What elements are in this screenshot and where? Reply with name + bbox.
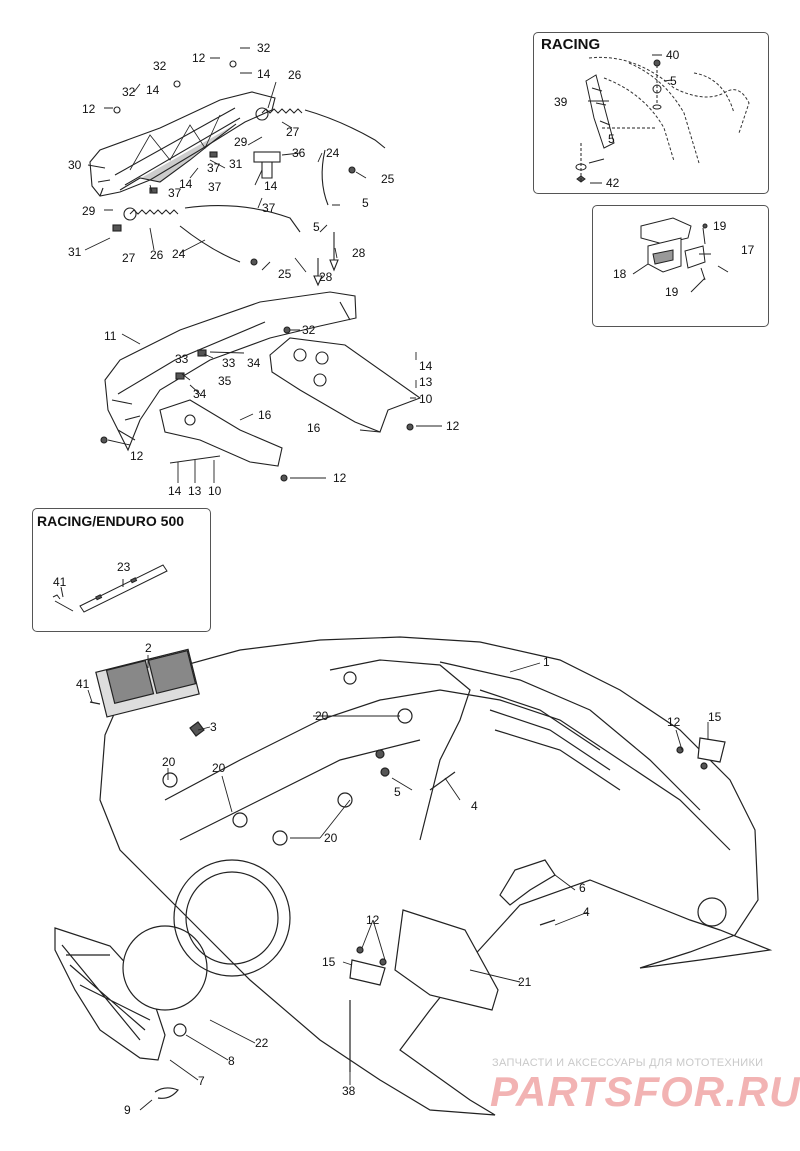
callout-14: 14 — [168, 484, 182, 498]
racing-inset-box: RACING 40 5 39 5 42 — [533, 32, 769, 194]
callout-16: 16 — [307, 421, 321, 435]
callout-7: 7 — [198, 1074, 205, 1088]
callout-29: 29 — [234, 135, 248, 149]
callout-5: 5 — [313, 220, 320, 234]
callout-37: 37 — [262, 201, 276, 215]
callout-25: 25 — [278, 267, 292, 281]
callout-27: 27 — [122, 251, 136, 265]
callout-36: 36 — [292, 146, 306, 160]
callout-17: 17 — [741, 243, 755, 257]
callout-12: 12 — [667, 715, 681, 729]
callout-9: 9 — [124, 1103, 131, 1117]
callout-38: 38 — [342, 1084, 356, 1098]
callout-27: 27 — [286, 125, 300, 139]
bracket-inset-box: 19 17 18 19 — [592, 205, 769, 327]
callout-26: 26 — [288, 68, 302, 82]
callout-4: 4 — [583, 905, 590, 919]
callout-13: 13 — [419, 375, 433, 389]
callout-14: 14 — [419, 359, 433, 373]
callout-23: 23 — [117, 560, 131, 574]
callout-33: 33 — [175, 352, 189, 366]
callout-32: 32 — [302, 323, 316, 337]
callout-11: 11 — [104, 329, 117, 343]
racing-inset-drawing: 40 5 39 5 42 — [554, 48, 750, 190]
callout-24: 24 — [326, 146, 340, 160]
callout-32: 32 — [257, 41, 271, 55]
callout-32: 32 — [153, 59, 167, 73]
callout-29: 29 — [82, 204, 96, 218]
leader-lines — [61, 47, 709, 1111]
callout-33: 33 — [222, 356, 236, 370]
callout-37: 37 — [208, 180, 222, 194]
callout-41: 41 — [53, 575, 67, 589]
callout-31: 31 — [68, 245, 82, 259]
callout-26: 26 — [150, 248, 164, 262]
callout-20: 20 — [162, 755, 176, 769]
callout-14: 14 — [146, 83, 160, 97]
watermark-caption: ЗАПЧАСТИ И АКСЕССУАРЫ ДЛЯ МОТОТЕХНИКИ — [492, 1057, 764, 1069]
callout-5: 5 — [608, 132, 615, 146]
callout-14: 14 — [264, 179, 278, 193]
watermark-logo: PARTSFOR.RU — [490, 1068, 800, 1115]
callout-19: 19 — [665, 285, 679, 299]
callout-15: 15 — [322, 955, 336, 969]
callout-25: 25 — [381, 172, 395, 186]
callout-12: 12 — [366, 913, 380, 927]
callout-3: 3 — [210, 720, 217, 734]
callout-12: 12 — [130, 449, 144, 463]
racing-enduro-inset-title: RACING/ENDURO 500 — [37, 513, 185, 529]
callout-10: 10 — [419, 392, 433, 406]
rear-rack-assembly — [89, 60, 386, 287]
callout-35: 35 — [218, 374, 232, 388]
racing-enduro-inset-drawing: 23 41 — [52, 560, 168, 613]
callout-2: 2 — [145, 641, 152, 655]
chassis-tunnel — [54, 636, 773, 1116]
callout-32: 32 — [122, 85, 136, 99]
callout-40: 40 — [666, 48, 680, 62]
callout-5: 5 — [670, 74, 677, 88]
callout-labels: 12 32 32 14 26 32 14 12 27 29 36 24 30 3… — [68, 41, 722, 1117]
callout-14: 14 — [257, 67, 271, 81]
callout-15: 15 — [708, 710, 722, 724]
callout-12: 12 — [82, 102, 96, 116]
callout-10: 10 — [208, 484, 222, 498]
rear-bumper-assembly — [100, 291, 422, 482]
callout-30: 30 — [68, 158, 82, 172]
callout-1: 1 — [543, 655, 550, 669]
callout-42: 42 — [606, 176, 620, 190]
callout-12: 12 — [333, 471, 347, 485]
callout-5: 5 — [394, 785, 401, 799]
callout-12: 12 — [446, 419, 460, 433]
callout-41: 41 — [76, 677, 90, 691]
callout-28: 28 — [319, 270, 333, 284]
callout-19: 19 — [713, 219, 727, 233]
racing-inset-title: RACING — [541, 36, 601, 53]
racing-enduro-inset-box: RACING/ENDURO 500 23 41 — [32, 508, 211, 632]
callout-37: 37 — [207, 161, 221, 175]
callout-37: 37 — [168, 186, 182, 200]
callout-34: 34 — [247, 356, 261, 370]
callout-20: 20 — [212, 761, 226, 775]
callout-14: 14 — [179, 177, 193, 191]
callout-39: 39 — [554, 95, 568, 109]
callout-31: 31 — [229, 157, 243, 171]
callout-20: 20 — [315, 709, 329, 723]
callout-6: 6 — [579, 881, 586, 895]
callout-5: 5 — [362, 196, 369, 210]
callout-18: 18 — [613, 267, 627, 281]
callout-20: 20 — [324, 831, 338, 845]
callout-34: 34 — [193, 387, 207, 401]
bracket-inset-drawing: 19 17 18 19 — [613, 217, 755, 299]
callout-12: 12 — [192, 51, 206, 65]
callout-13: 13 — [188, 484, 202, 498]
callout-28: 28 — [352, 246, 366, 260]
callout-4: 4 — [471, 799, 478, 813]
callout-16: 16 — [258, 408, 272, 422]
callout-21: 21 — [518, 975, 532, 989]
callout-24: 24 — [172, 247, 186, 261]
callout-22: 22 — [255, 1036, 269, 1050]
callout-8: 8 — [228, 1054, 235, 1068]
